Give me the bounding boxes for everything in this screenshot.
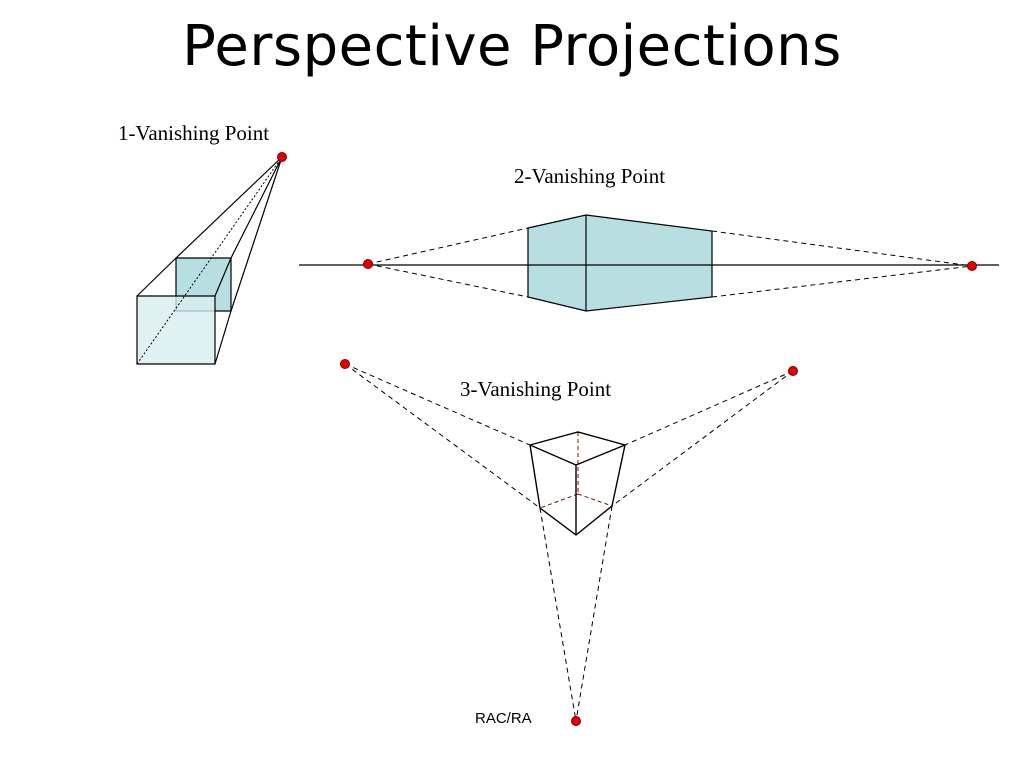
- three-point-hidden-edge: [577, 493, 613, 507]
- one-point-front-face: [136, 295, 216, 365]
- two-point-projection-line: [367, 263, 529, 298]
- two-point-diagram: [299, 214, 999, 312]
- three-point-projection-line: [611, 370, 794, 507]
- three-point-projection-line: [575, 505, 613, 722]
- one-point-edge: [214, 257, 232, 297]
- one-point-edge: [214, 310, 232, 365]
- vanishing-point-marker: [363, 259, 373, 269]
- two-point-projection-line: [367, 227, 529, 265]
- two-point-projection-line: [711, 265, 973, 298]
- three-point-projection-line: [539, 507, 577, 722]
- credit-text: RAC/RA: [475, 710, 532, 727]
- vanishing-point-marker: [340, 359, 350, 369]
- three-point-projection-line: [344, 363, 541, 509]
- one-point-projection-line: [230, 156, 283, 312]
- three-point-diagram: [340, 359, 798, 726]
- vanishing-point-marker: [788, 366, 798, 376]
- one-point-projection-line: [230, 156, 283, 259]
- three-point-label: 3-Vanishing Point: [460, 377, 612, 401]
- one-point-projection-line: [175, 156, 283, 259]
- two-point-label: 2-Vanishing Point: [514, 164, 666, 188]
- slide-title: Perspective Projections: [182, 14, 842, 79]
- three-point-projection-line: [624, 370, 794, 446]
- vanishing-point-marker: [967, 261, 977, 271]
- three-point-hidden-edge: [539, 493, 579, 509]
- vanishing-point-marker: [571, 716, 581, 726]
- two-point-projection-line: [711, 230, 973, 267]
- three-point-box-outline: [529, 431, 626, 536]
- one-point-label: 1-Vanishing Point: [118, 121, 270, 145]
- two-point-box: [527, 214, 713, 312]
- vanishing-point-marker: [277, 152, 287, 162]
- one-point-diagram: [136, 152, 287, 365]
- three-point-projection-line: [344, 363, 531, 446]
- one-point-edge: [136, 257, 177, 297]
